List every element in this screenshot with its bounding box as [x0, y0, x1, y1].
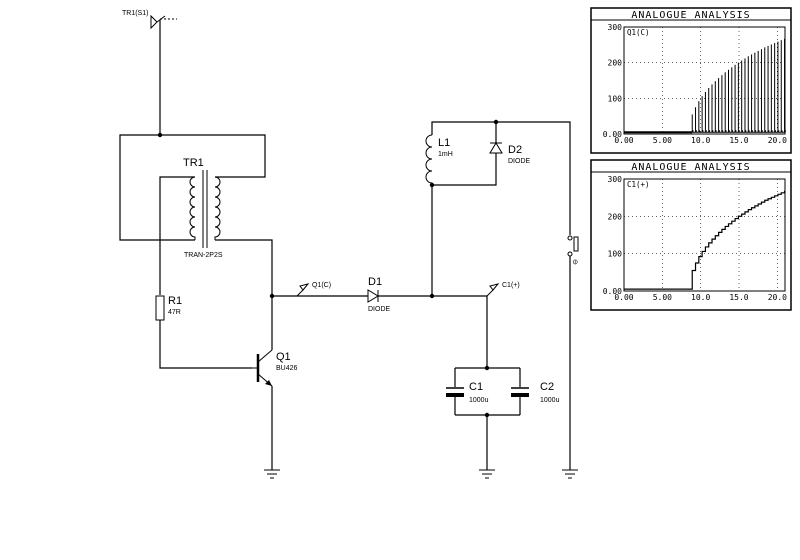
- x-tick-label-c1p: 10.0: [691, 293, 710, 302]
- c1-value: 1000u: [469, 397, 489, 404]
- ground-switch: [562, 469, 578, 479]
- probe-q1c[interactable]: Q1(C): [296, 282, 331, 297]
- ground-caps: [479, 469, 495, 479]
- capacitor-wires: [454, 296, 521, 470]
- x-tick-label-q1c: 0.00: [614, 136, 633, 145]
- d2-value: DIODE: [508, 158, 531, 165]
- series-line-c1p: [624, 190, 786, 290]
- l1-ref: L1: [438, 137, 450, 149]
- y-tick-label-q1c: 100: [608, 94, 623, 103]
- switch-glyph: ⊖: [571, 259, 578, 265]
- y-tick-label-q1c: 200: [608, 59, 623, 68]
- wire-r1-base: [159, 320, 252, 369]
- graph-title-c1p: ANALOGUE ANALYSIS: [631, 162, 750, 173]
- transistor-q1[interactable]: Q1 BU426: [252, 349, 298, 387]
- x-tick-label-q1c: 20.0: [768, 136, 787, 145]
- probe-label-tr1-s1: TR1(S1): [122, 10, 148, 17]
- primary-loop-wires: [119, 132, 273, 350]
- inductor-l1[interactable]: L1 1mH: [425, 134, 453, 185]
- d1-ref: D1: [368, 276, 382, 288]
- series-name-c1p: C1(+): [627, 180, 650, 189]
- x-tick-label-q1c: 5.00: [653, 136, 672, 145]
- tr1-secondary-coil: [214, 176, 221, 240]
- r1-value: 47R: [168, 309, 181, 316]
- diode-d2[interactable]: D2 DIODE: [489, 142, 531, 165]
- probe-tr1-s1[interactable]: TR1(S1): [122, 10, 177, 30]
- plot-area-c1p: [623, 178, 786, 292]
- transformer-tr1[interactable]: TR1 TRAN-2P2S: [183, 157, 223, 259]
- x-tick-label-c1p: 15.0: [729, 293, 748, 302]
- tr1-value: TRAN-2P2S: [184, 252, 223, 259]
- resistor-r1[interactable]: R1 47R: [155, 295, 182, 321]
- r1-ref: R1: [168, 295, 182, 307]
- ground-q1: [264, 469, 280, 479]
- x-tick-label-c1p: 20.0: [768, 293, 787, 302]
- x-tick-label-c1p: 5.00: [653, 293, 672, 302]
- c2-ref: C2: [540, 381, 554, 393]
- y-tick-label-q1c: 0.00: [603, 130, 622, 139]
- tr1-ref: TR1: [183, 157, 204, 169]
- graph-panel-q1c[interactable]: ANALOGUE ANALYSIS 0.00 5.00 10.0 15.0 20.0 0.0…: [590, 7, 792, 154]
- y-tick-label-c1p: 200: [608, 212, 623, 221]
- probe-c1p[interactable]: C1(+): [486, 282, 520, 297]
- diode-d1[interactable]: D1 DIODE: [367, 276, 391, 313]
- capacitor-c1[interactable]: C1 1000u: [446, 381, 489, 404]
- q1-ref: Q1: [276, 351, 291, 363]
- probe-label-q1c: Q1(C): [312, 282, 331, 289]
- d2-ref: D2: [508, 144, 522, 156]
- l1-d2-wires: [429, 119, 571, 296]
- x-tick-label-q1c: 15.0: [729, 136, 748, 145]
- tr1-primary-coil: [189, 176, 196, 240]
- y-tick-label-c1p: 100: [608, 250, 623, 259]
- x-tick-label-c1p: 0.00: [614, 293, 633, 302]
- series-name-q1c: Q1(C): [627, 28, 650, 37]
- graph-title-q1c: ANALOGUE ANALYSIS: [631, 10, 750, 21]
- c1-ref: C1: [469, 381, 483, 393]
- y-tick-label-c1p: 300: [608, 175, 623, 184]
- d1-value: DIODE: [368, 306, 391, 313]
- l1-value: 1mH: [438, 151, 453, 158]
- y-tick-label-q1c: 300: [608, 23, 623, 32]
- probe-label-c1p: C1(+): [502, 282, 520, 289]
- x-tick-label-q1c: 10.0: [691, 136, 710, 145]
- c2-value: 1000u: [540, 397, 560, 404]
- y-tick-label-c1p: 0.00: [603, 287, 622, 296]
- graph-panel-c1p[interactable]: ANALOGUE ANALYSIS 0.00 5.00 10.0 15.0 20.0 0.0…: [590, 159, 792, 311]
- q1-value: BU426: [276, 365, 298, 372]
- capacitor-c2[interactable]: C2 1000u: [511, 381, 560, 404]
